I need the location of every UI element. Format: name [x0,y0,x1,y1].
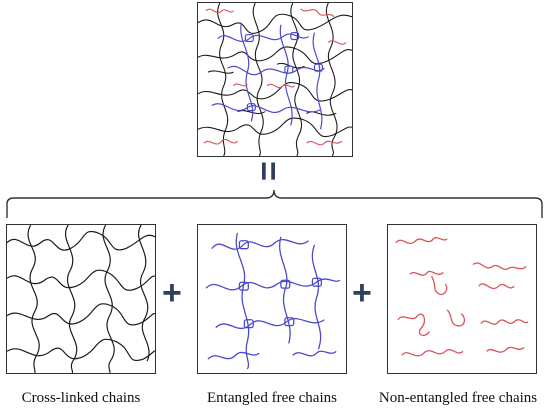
plus-symbol: + [352,274,372,312]
non-entangled-chains-illustration [395,237,529,357]
cross-linked-chains-panel [6,224,156,374]
plus-symbol: + [162,274,182,312]
combined-crosslinked-chains [198,3,352,156]
cross-linked-chains-label: Cross-linked chains [21,390,141,406]
combined-network-panel [197,2,353,157]
combined-free-chains [203,8,347,146]
non-entangled-free-chains-label: Non-entangled free chains [378,390,538,406]
entangled-free-chains-label: Entangled free chains [207,390,337,406]
entangled-chains-illustration [205,232,341,370]
cross-linked-network-illustration [7,225,155,373]
equals-symbol: = [249,161,287,181]
non-entangled-free-chains-panel [387,224,537,374]
combined-entangled-chains [211,22,325,130]
entangled-free-chains-panel [197,224,347,374]
combined-network-illustration [198,3,352,156]
grouping-brace [6,189,543,218]
